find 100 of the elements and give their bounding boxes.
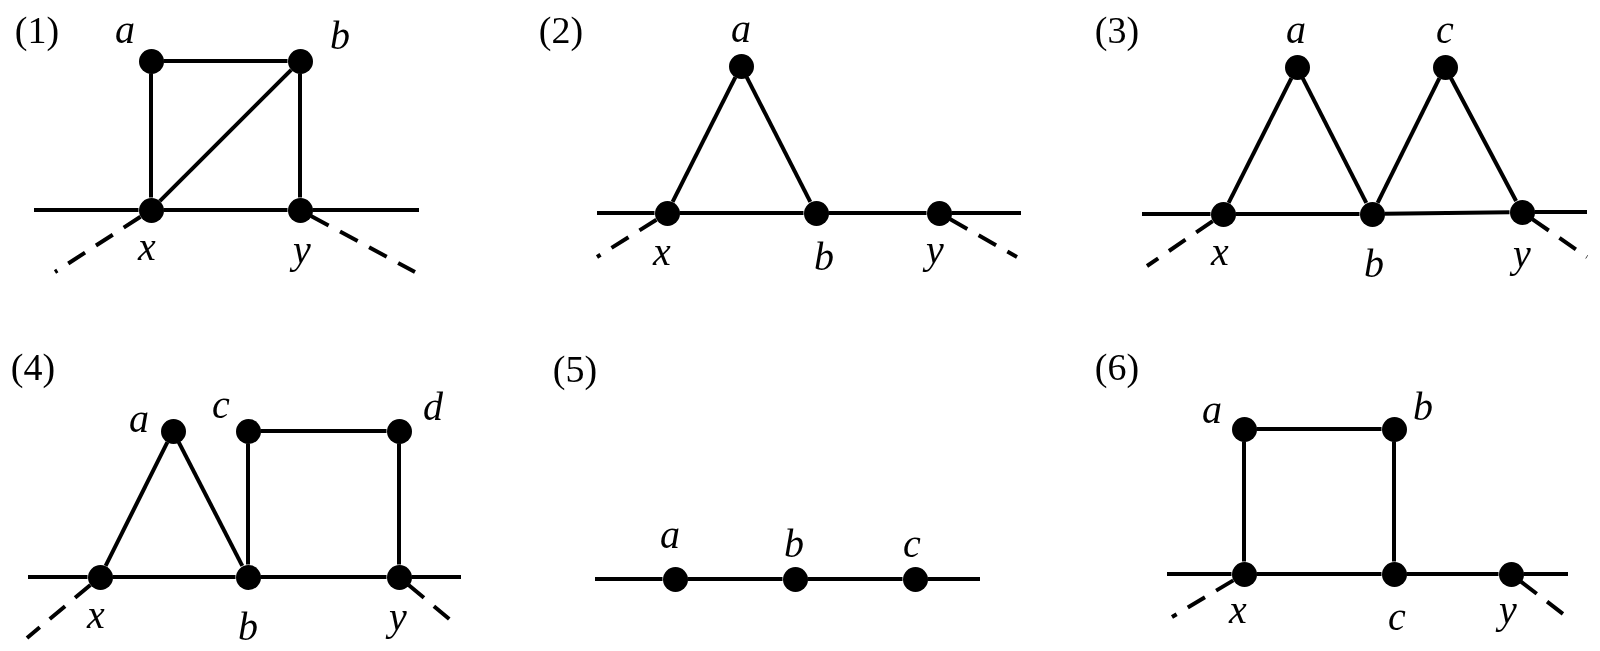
- vertex-dot: [138, 197, 164, 223]
- vertex-label: x: [1211, 231, 1229, 272]
- edge-line: [679, 211, 804, 215]
- edge-line: [1406, 572, 1499, 576]
- vertex-label: b: [330, 15, 350, 56]
- vertex-dot: [1284, 54, 1310, 80]
- edge-line: [34, 208, 139, 212]
- panel-number: (5): [552, 350, 598, 389]
- vertex-label: b: [1413, 386, 1433, 427]
- vertex-label: a: [115, 9, 135, 50]
- edge-line: [260, 429, 387, 433]
- edge-line: [1242, 441, 1246, 562]
- vertex-dot: [235, 418, 261, 444]
- vertex-dot: [1231, 561, 1257, 587]
- vertex-dot: [1381, 561, 1407, 587]
- edge-line: [595, 577, 663, 581]
- panel-number: (3): [1094, 11, 1140, 50]
- vertex-label: c: [1388, 596, 1406, 637]
- vertex-label: x: [138, 226, 156, 267]
- edge-line: [112, 575, 236, 579]
- vertex-label: d: [423, 386, 443, 427]
- vertex-dot: [138, 48, 164, 74]
- dashed-line: [948, 217, 1018, 259]
- vertex-label: c: [212, 384, 230, 425]
- vertex-dot: [926, 200, 952, 226]
- edge-line: [1534, 210, 1587, 214]
- vertex-dot: [287, 48, 313, 74]
- panel-number: (6): [1094, 348, 1140, 387]
- edge-line: [103, 441, 170, 567]
- edge-line: [1375, 77, 1442, 204]
- edge-line: [1256, 572, 1382, 576]
- vertex-label: b: [238, 606, 258, 647]
- edge-line: [163, 208, 288, 212]
- edge-line: [149, 73, 153, 198]
- vertex-dot: [1498, 561, 1524, 587]
- vertex-dot: [654, 200, 680, 226]
- edge-line: [28, 575, 88, 579]
- edge-line: [1392, 441, 1396, 562]
- panel-number: (1): [14, 11, 60, 50]
- vertex-label: c: [1436, 9, 1454, 50]
- dashed-line: [53, 215, 142, 274]
- edge-line: [597, 211, 655, 215]
- edge-line: [1523, 572, 1568, 576]
- vertex-label: a: [129, 398, 149, 439]
- edge-line: [1449, 77, 1518, 202]
- vertex-dot: [1359, 201, 1385, 227]
- edge-line: [158, 68, 293, 203]
- vertex-dot: [87, 564, 113, 590]
- vertex-dot: [1381, 416, 1407, 442]
- vertex-label: a: [731, 8, 751, 49]
- panel-number: (4): [10, 348, 56, 387]
- dashed-line: [1531, 217, 1589, 259]
- vertex-dot: [287, 197, 313, 223]
- vertex-label: x: [653, 231, 671, 272]
- vertex-dot: [386, 418, 412, 444]
- vertex-label: b: [784, 523, 804, 564]
- edge-line: [246, 443, 250, 565]
- edge-line: [1142, 212, 1211, 216]
- vertex-dot: [662, 566, 688, 592]
- edge-line: [807, 577, 903, 581]
- vertex-dot: [386, 564, 412, 590]
- edge-line: [687, 577, 783, 581]
- vertex-dot: [1231, 416, 1257, 442]
- dashed-line: [25, 583, 92, 640]
- edge-line: [670, 76, 738, 203]
- vertex-label: x: [87, 594, 105, 635]
- vertex-label: a: [1202, 389, 1222, 430]
- edge-line: [1384, 210, 1510, 216]
- edge-line: [411, 575, 461, 579]
- edge-line: [397, 443, 401, 565]
- vertex-dot: [803, 200, 829, 226]
- edge-line: [312, 208, 419, 212]
- vertex-dot: [1509, 199, 1535, 225]
- vertex-dot: [235, 564, 261, 590]
- edge-line: [951, 211, 1021, 215]
- edge-line: [1167, 572, 1232, 576]
- vertex-dot: [1210, 201, 1236, 227]
- edge-line: [1256, 427, 1382, 431]
- dashed-line: [1145, 219, 1214, 268]
- edge-line: [1226, 77, 1294, 204]
- vertex-label: b: [1364, 243, 1384, 284]
- dashed-line: [595, 218, 658, 259]
- vertex-dot: [902, 566, 928, 592]
- vertex-dot: [782, 566, 808, 592]
- dashed-line: [1170, 578, 1235, 619]
- edge-line: [828, 211, 927, 215]
- panel-number: (2): [538, 11, 584, 50]
- edge-line: [1300, 77, 1369, 204]
- edge-line: [260, 575, 387, 579]
- edge-line: [927, 577, 980, 581]
- vertex-label: a: [1286, 9, 1306, 50]
- dashed-line: [310, 214, 416, 274]
- vertex-label: a: [660, 514, 680, 555]
- edge-line: [1235, 212, 1360, 216]
- vertex-label: c: [903, 523, 921, 564]
- edge-line: [163, 59, 288, 63]
- edge-line: [744, 76, 813, 203]
- edge-line: [176, 441, 245, 567]
- vertex-dot: [160, 418, 186, 444]
- edge-line: [298, 73, 302, 198]
